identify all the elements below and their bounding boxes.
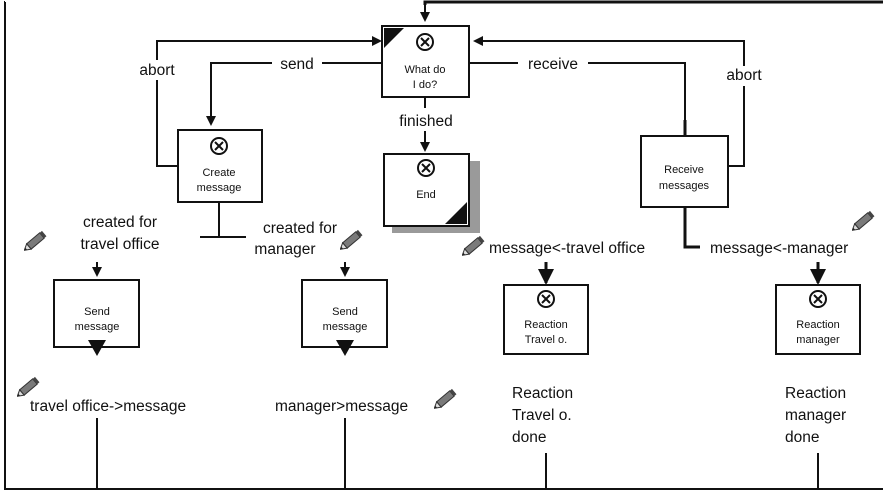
node-title-line: What do (405, 64, 446, 76)
label-reaction-travel-done: done (512, 429, 546, 446)
label-travel-office-message: travel office->message (30, 398, 186, 415)
label-reaction-manager-done: Reaction (785, 385, 846, 402)
label-message-manager: message<-manager (710, 240, 848, 257)
circled-x-icon (809, 290, 827, 308)
label-created-for-travel-office: travel office (81, 236, 160, 253)
node-reaction-travel[interactable]: Reaction Travel o. (503, 284, 589, 355)
pencil-icon[interactable] (338, 229, 363, 252)
node-receive-messages[interactable]: Receive messages (640, 135, 729, 208)
node-title-line: manager (796, 334, 840, 346)
node-reaction-manager[interactable]: Reaction manager (775, 284, 861, 355)
edge-labels: abort send receive abort finished create… (30, 54, 858, 448)
edge-send (206, 62, 382, 126)
label-reaction-travel-done: Reaction (512, 385, 573, 402)
label-created-for-manager: created for (263, 220, 337, 237)
node-title-line: End (416, 189, 436, 201)
circled-x-icon (416, 33, 434, 51)
label-finished: finished (399, 113, 452, 130)
label-manager-message: manager>message (275, 398, 408, 415)
node-title-line: Receive (664, 164, 704, 176)
label-abort-right: abort (726, 67, 762, 84)
pencil-icon[interactable] (22, 230, 47, 253)
label-created-for-travel-office: created for (83, 214, 157, 231)
node-title-line: messages (659, 180, 710, 192)
node-title-line: message (323, 321, 368, 333)
node-title-line: I do? (413, 79, 437, 91)
pencil-icon[interactable] (432, 388, 457, 411)
node-title-line: message (197, 182, 242, 194)
label-reaction-manager-done: manager (785, 407, 846, 424)
node-end[interactable]: End (383, 153, 480, 233)
label-reaction-travel-done: Travel o. (512, 407, 572, 424)
edge-receive-branch (683, 208, 700, 249)
node-title-line: Send (84, 306, 110, 318)
node-title-line: Reaction (524, 319, 567, 331)
pencil-icon[interactable] (460, 235, 485, 258)
circled-x-icon (537, 290, 555, 308)
node-title-line: Create (202, 167, 235, 179)
label-message-travel-office: message<-travel office (489, 240, 645, 257)
label-reaction-manager-done: done (785, 429, 819, 446)
label-receive: receive (528, 56, 578, 73)
edge-abort-left (156, 36, 382, 167)
node-send-message-travel[interactable]: Send message (53, 279, 140, 356)
node-title-line: Send (332, 306, 358, 318)
node-create-message[interactable]: Create message (177, 129, 263, 203)
label-send: send (280, 56, 314, 73)
node-title-line: Travel o. (525, 334, 567, 346)
label-abort-left: abort (139, 62, 175, 79)
pencil-icon[interactable] (850, 210, 875, 233)
circled-x-icon (417, 159, 435, 177)
node-what-do-i-do[interactable]: What do I do? (381, 25, 470, 98)
edge-abort-right (473, 36, 745, 167)
circled-x-icon (210, 137, 228, 155)
label-created-for-manager: manager (254, 241, 315, 258)
node-send-message-manager[interactable]: Send message (301, 279, 388, 356)
node-title-line: message (75, 321, 120, 333)
edge-create-branch (200, 203, 246, 238)
node-title-line: Reaction (796, 319, 839, 331)
